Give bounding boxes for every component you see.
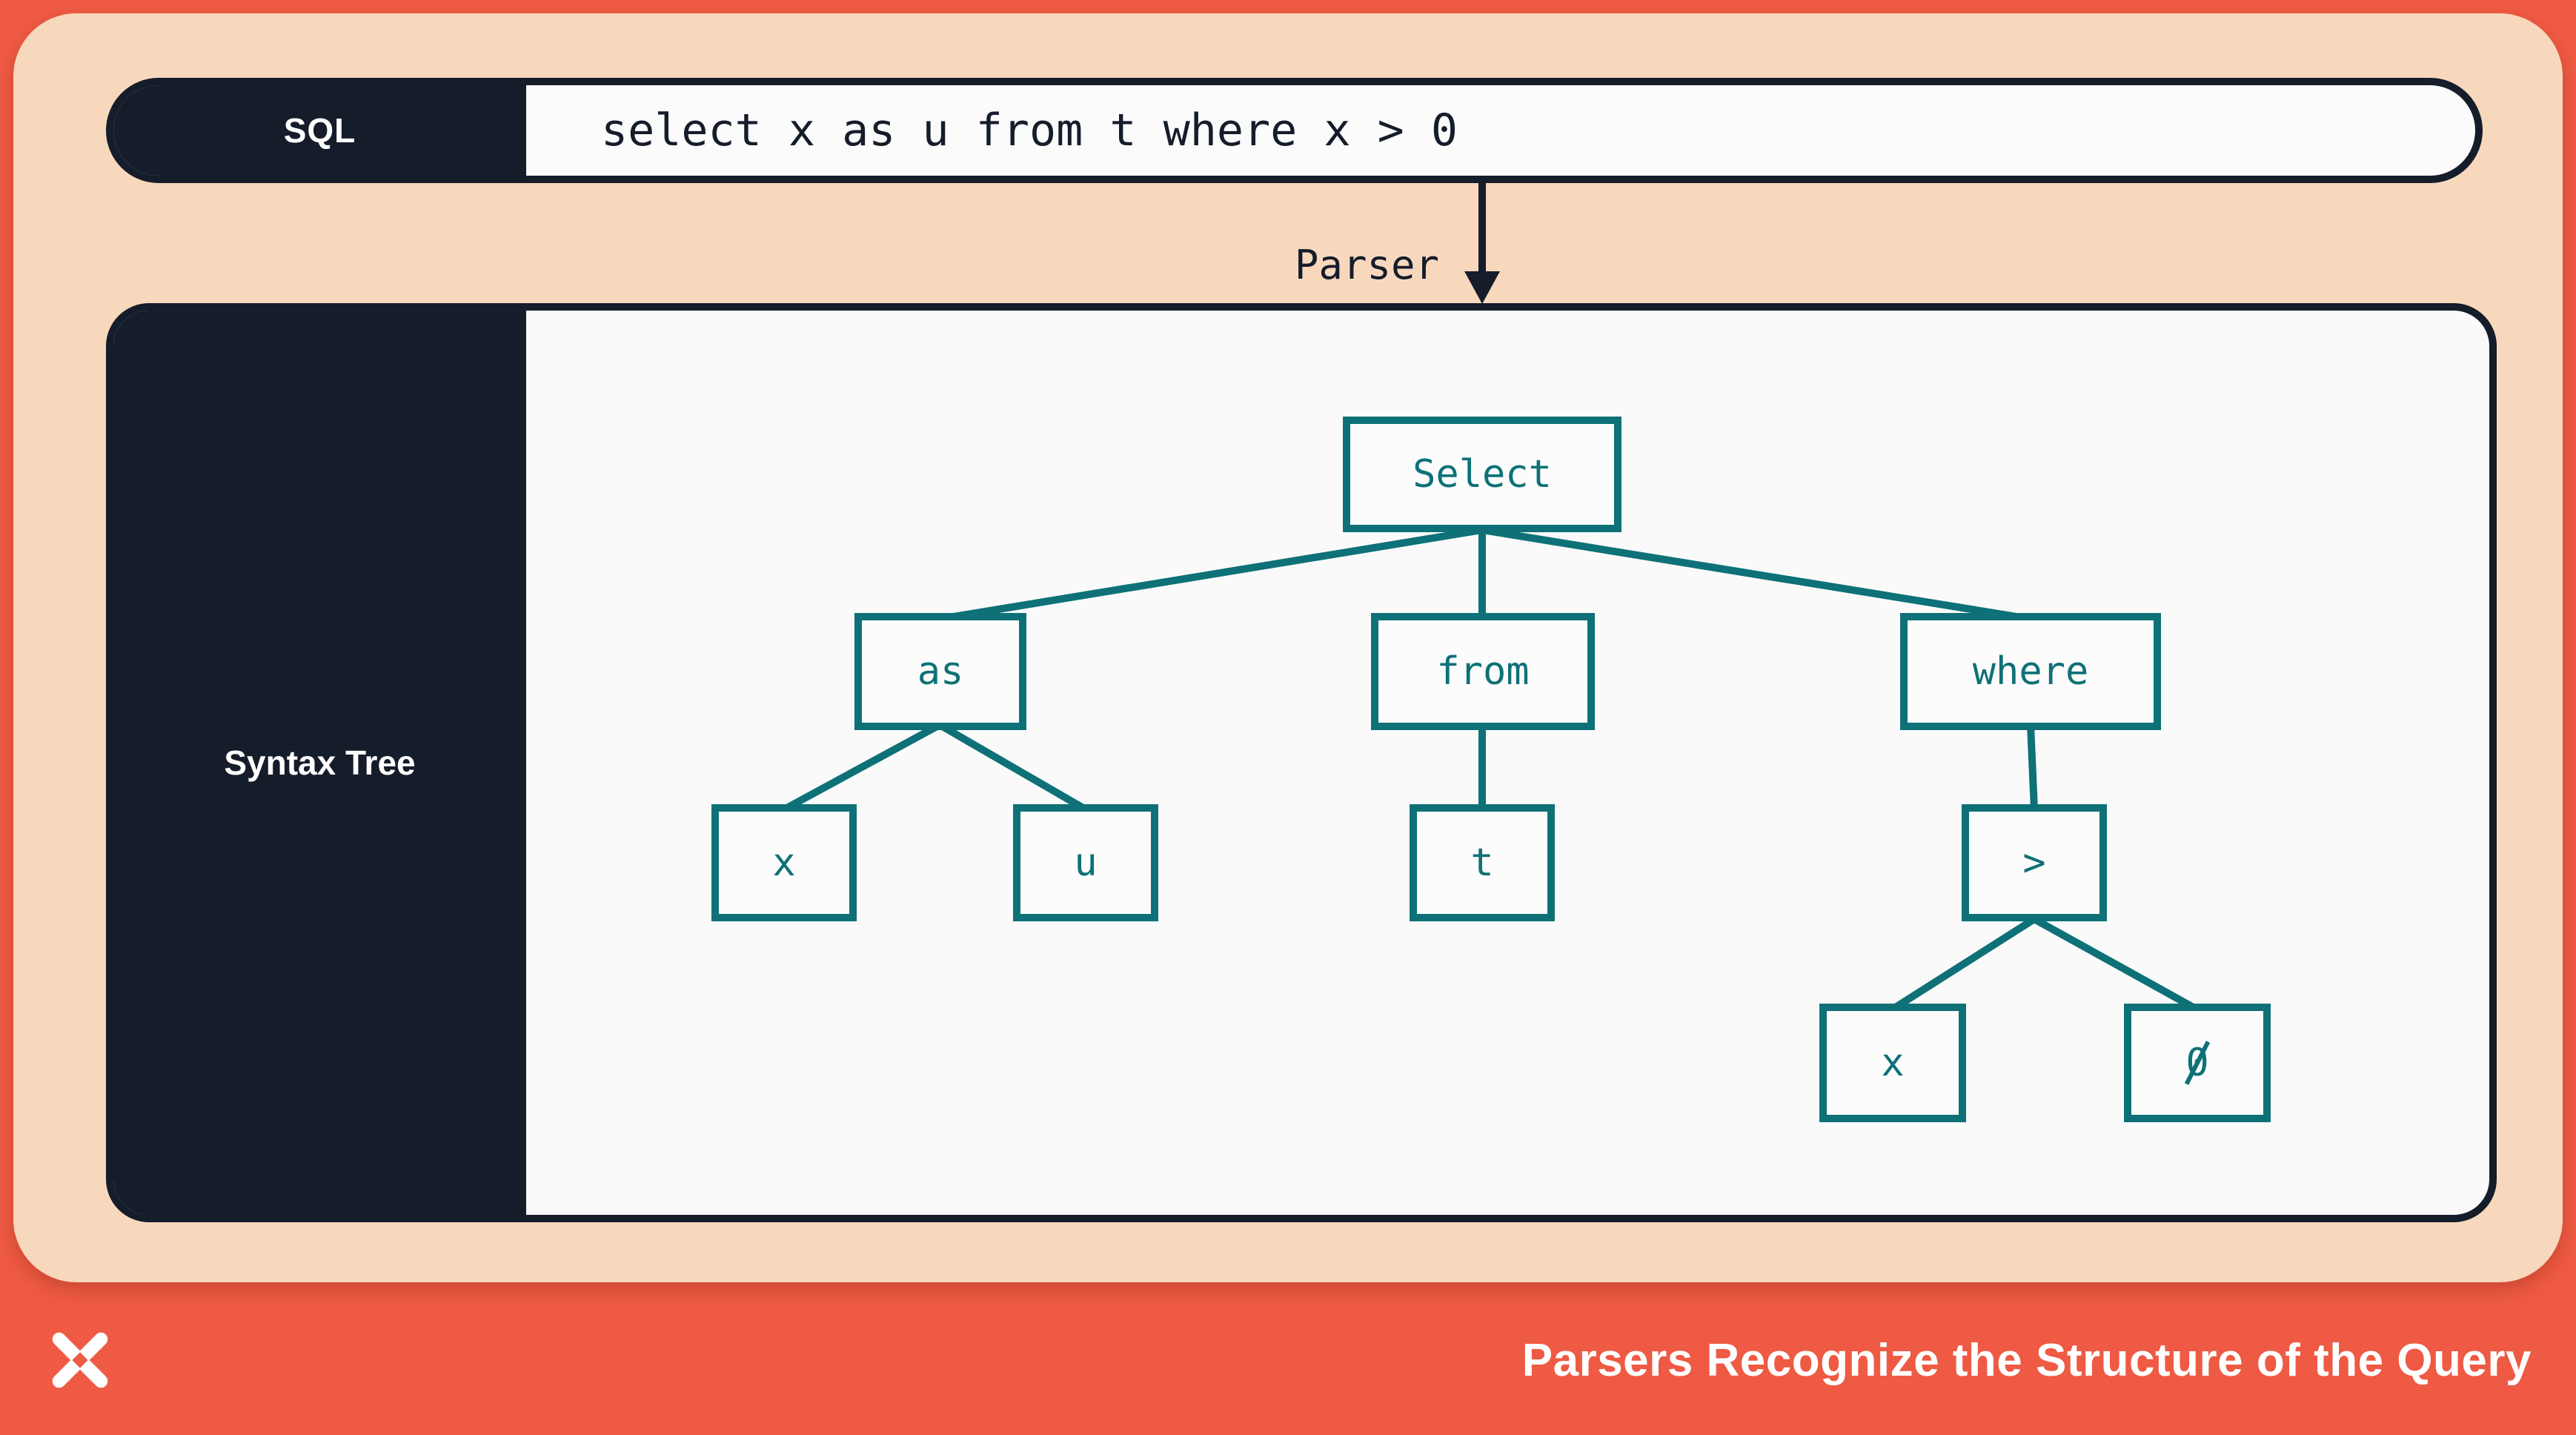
tree-node-x-operand: x <box>1819 1004 1966 1122</box>
parser-arrow-head-icon <box>1464 271 1500 304</box>
parser-arrow-line <box>1478 182 1486 276</box>
slide-title: Parsers Recognize the Structure of the Q… <box>1521 1335 2532 1386</box>
dagster-logo <box>52 1332 108 1388</box>
tree-node-x-alias: x <box>711 804 857 921</box>
tree-node-u: u <box>1013 804 1158 921</box>
syntax-tree-box: Syntax Tree <box>106 303 2497 1222</box>
tree-node-t: t <box>1410 804 1555 921</box>
tree-node-greater-than: > <box>1962 804 2107 921</box>
tree-node-select-label: Select <box>1413 452 1552 497</box>
tree-node-greater-than-label: > <box>2022 841 2046 885</box>
tree-node-zero-glyph: 0 <box>2184 1041 2211 1085</box>
tree-node-u-label: u <box>1074 841 1098 885</box>
tree-node-zero: 0 <box>2124 1004 2271 1122</box>
tree-node-t-label: t <box>1470 841 1494 885</box>
sql-query-text: select x as u from t where x > 0 <box>601 105 1458 156</box>
tree-node-as-label: as <box>917 649 964 694</box>
syntax-tree-label: Syntax Tree <box>224 743 416 782</box>
tree-node-x-alias-label: x <box>772 841 796 885</box>
syntax-tree-sidebar: Syntax Tree <box>113 311 526 1215</box>
sql-input-pill: SQL select x as u from t where x > 0 <box>106 78 2483 183</box>
tree-node-x-operand-label: x <box>1881 1041 1905 1085</box>
sql-pill-label: SQL <box>113 85 526 176</box>
tree-node-select: Select <box>1343 417 1621 532</box>
tree-node-from-label: from <box>1436 649 1530 694</box>
tree-node-as: as <box>854 613 1026 730</box>
tree-node-where-label: where <box>1972 649 2089 694</box>
tree-node-from: from <box>1371 613 1595 730</box>
sql-label-text: SQL <box>283 111 356 150</box>
parser-label: Parser <box>1294 242 1439 288</box>
tree-node-where: where <box>1900 613 2161 730</box>
